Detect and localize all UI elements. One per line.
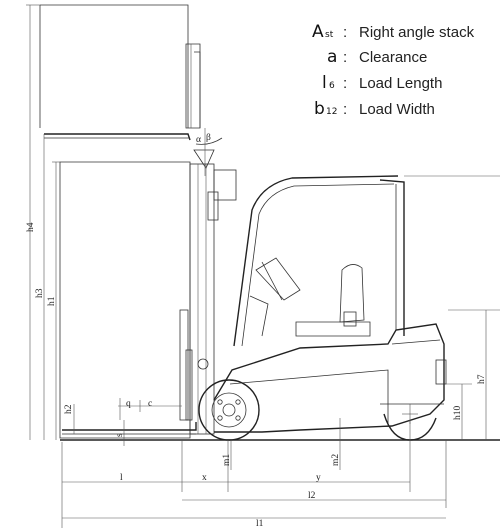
dim-c: c	[148, 399, 152, 409]
legend-symbol-sub: st	[325, 30, 334, 40]
dim-h10: h10	[453, 406, 463, 421]
dim-m2: m2	[331, 454, 341, 466]
dim-y: y	[316, 473, 321, 483]
dim-s: s	[115, 433, 125, 437]
legend-symbol: A	[312, 22, 324, 42]
dim-alpha: α	[196, 135, 201, 145]
legend-symbol-sub: 6	[329, 81, 335, 91]
legend-text-l6: Load Length	[359, 75, 442, 92]
overhead-guard	[233, 175, 500, 347]
legend-row-a: a : Clearance	[327, 47, 427, 67]
dimension-lines	[26, 4, 500, 528]
dimension-labels: h4 h3 h1 h2 h7 h10 q c s m1 m2 l x y l2 …	[26, 133, 487, 529]
legend-text-b12: Load Width	[359, 101, 435, 118]
load-block	[59, 161, 191, 439]
chassis	[213, 323, 447, 433]
steering-and-seat	[249, 257, 371, 337]
dim-h4: h4	[26, 222, 36, 232]
legend-row-b12: b 12 : Load Width	[314, 99, 435, 119]
dim-h7: h7	[477, 374, 487, 384]
mast-lowered	[62, 163, 237, 435]
legend-row-ast: A st : Right angle stack	[312, 22, 475, 42]
dim-beta: β	[206, 133, 211, 143]
legend: A st : Right angle stack a : Clearance l…	[312, 22, 475, 119]
legend-sep: :	[343, 75, 347, 92]
dim-m1: m1	[222, 454, 232, 466]
dim-h3: h3	[35, 288, 45, 298]
mast-extended	[39, 4, 223, 176]
legend-symbol-sub: 12	[326, 107, 337, 117]
dim-h2: h2	[64, 404, 74, 414]
legend-row-l6: l 6 : Load Length	[322, 73, 442, 93]
legend-symbol: l	[322, 73, 327, 93]
legend-sep: :	[343, 101, 347, 118]
dim-x: x	[202, 473, 207, 483]
dim-h1: h1	[47, 296, 57, 306]
dim-l1: l1	[256, 519, 264, 529]
legend-text-ast: Right angle stack	[359, 24, 475, 41]
legend-sep: :	[343, 49, 347, 66]
legend-symbol: a	[327, 47, 337, 67]
dim-l2: l2	[308, 491, 316, 501]
dim-l: l	[120, 473, 123, 483]
dim-q: q	[126, 399, 131, 409]
legend-symbol: b	[314, 99, 325, 119]
legend-text-a: Clearance	[359, 49, 427, 66]
legend-sep: :	[343, 24, 347, 41]
front-wheel	[198, 379, 260, 441]
